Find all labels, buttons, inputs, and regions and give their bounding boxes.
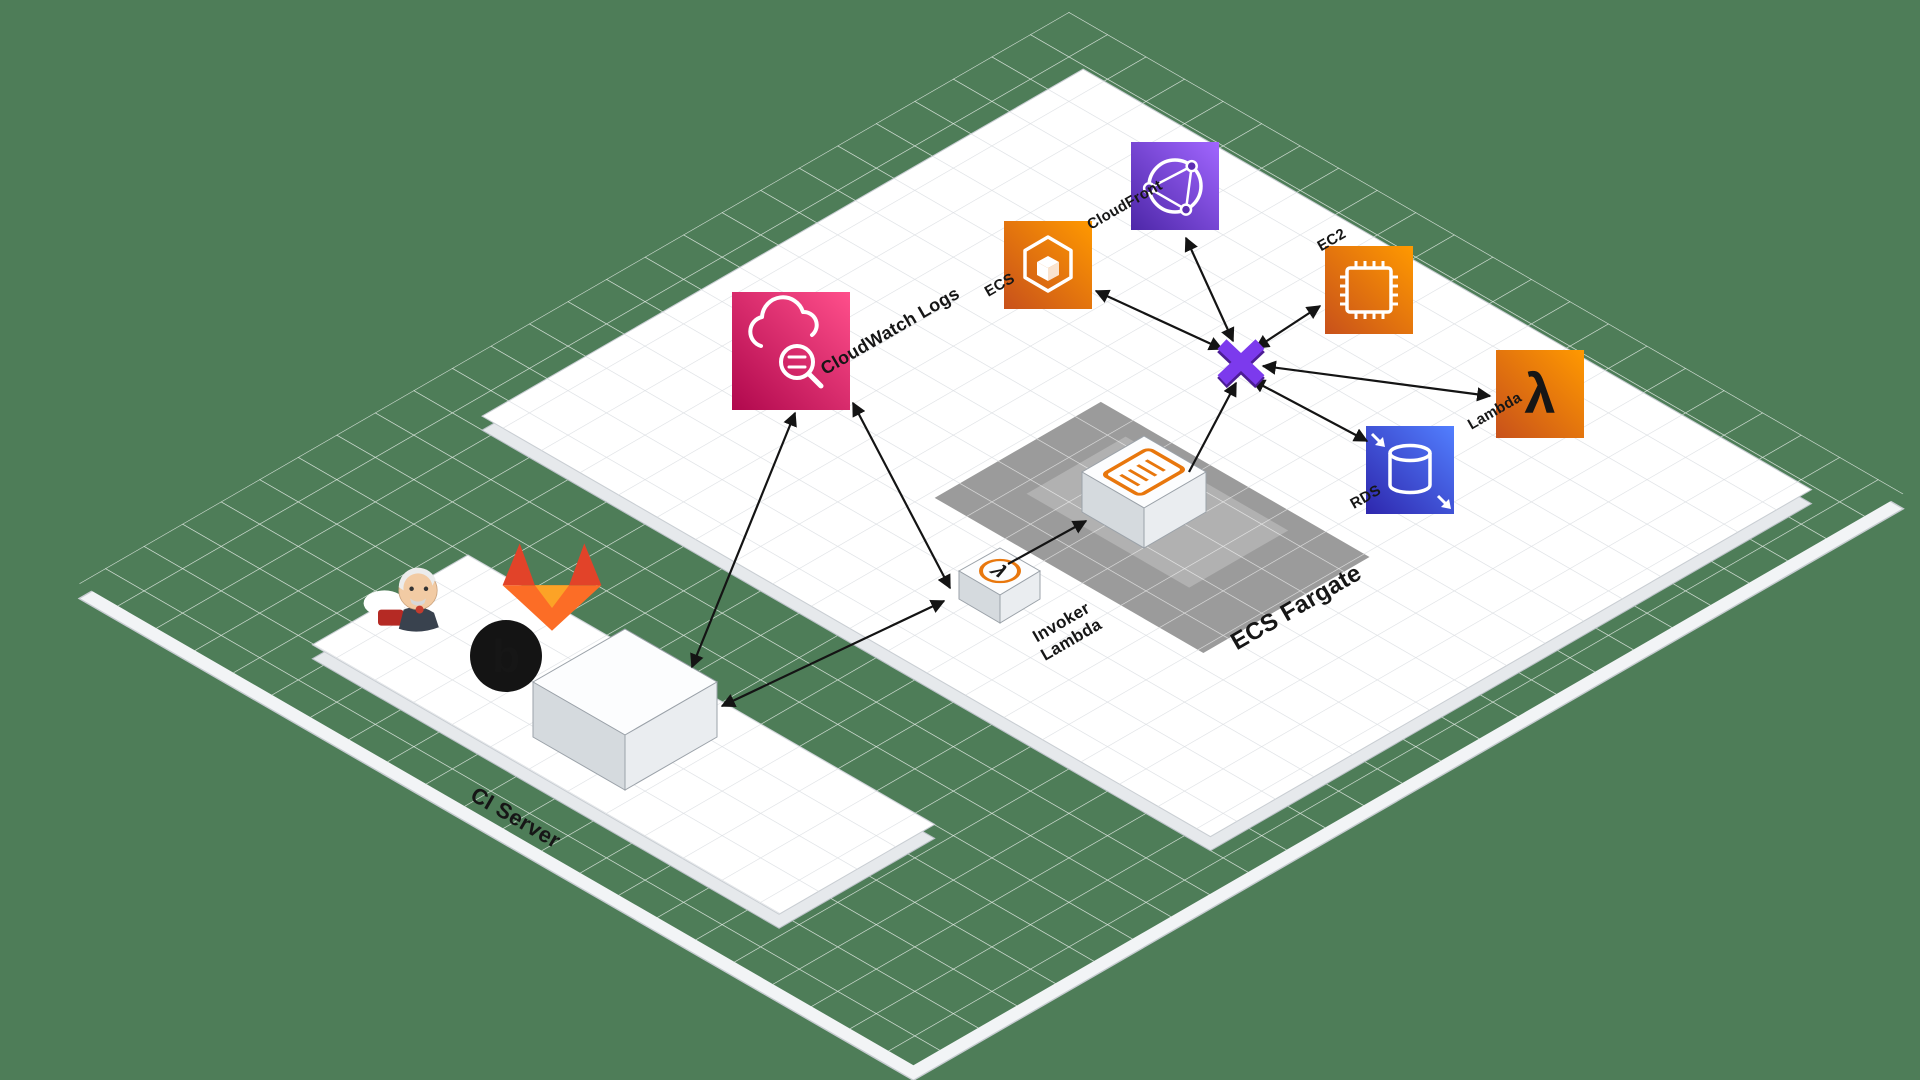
arrow-junction-lambda: [1261, 360, 1492, 402]
svg-text:λ: λ: [1524, 362, 1555, 425]
circle-b-logo: b: [470, 620, 542, 692]
fargate-task-cube: [1081, 435, 1207, 549]
log-document-icon: [1102, 448, 1186, 496]
arrow-invoker-fargate: [1007, 520, 1088, 565]
rds-icon: [1366, 426, 1454, 514]
purple-x-icon: [1217, 339, 1265, 389]
jenkins-logo: [363, 567, 439, 632]
svg-text:b: b: [492, 630, 520, 682]
gitlab-logo: [502, 543, 602, 631]
arrow-ci-cube-invoker: [720, 600, 946, 707]
ci-server-cube: [531, 628, 719, 791]
ec2-icon: [1325, 246, 1413, 334]
lambda-icon: λ: [1496, 350, 1584, 438]
arrow-junction-cloudfront: [1184, 236, 1235, 343]
arrow-cloudwatch-ci-cube: [690, 411, 797, 669]
arrow-junction-ec2: [1254, 305, 1322, 349]
arrow-cloudwatch-invoker: [852, 401, 951, 590]
ecs-icon: [1004, 221, 1092, 309]
invoker-lambda-cube: λ: [957, 547, 1041, 624]
cloudfront-icon: [1131, 142, 1219, 230]
cloudwatch-logs-icon: [732, 292, 850, 410]
arrow-junction-rds: [1250, 379, 1369, 442]
connection-arrows: [690, 236, 1492, 707]
arrow-fargate-junction: [1188, 381, 1237, 473]
